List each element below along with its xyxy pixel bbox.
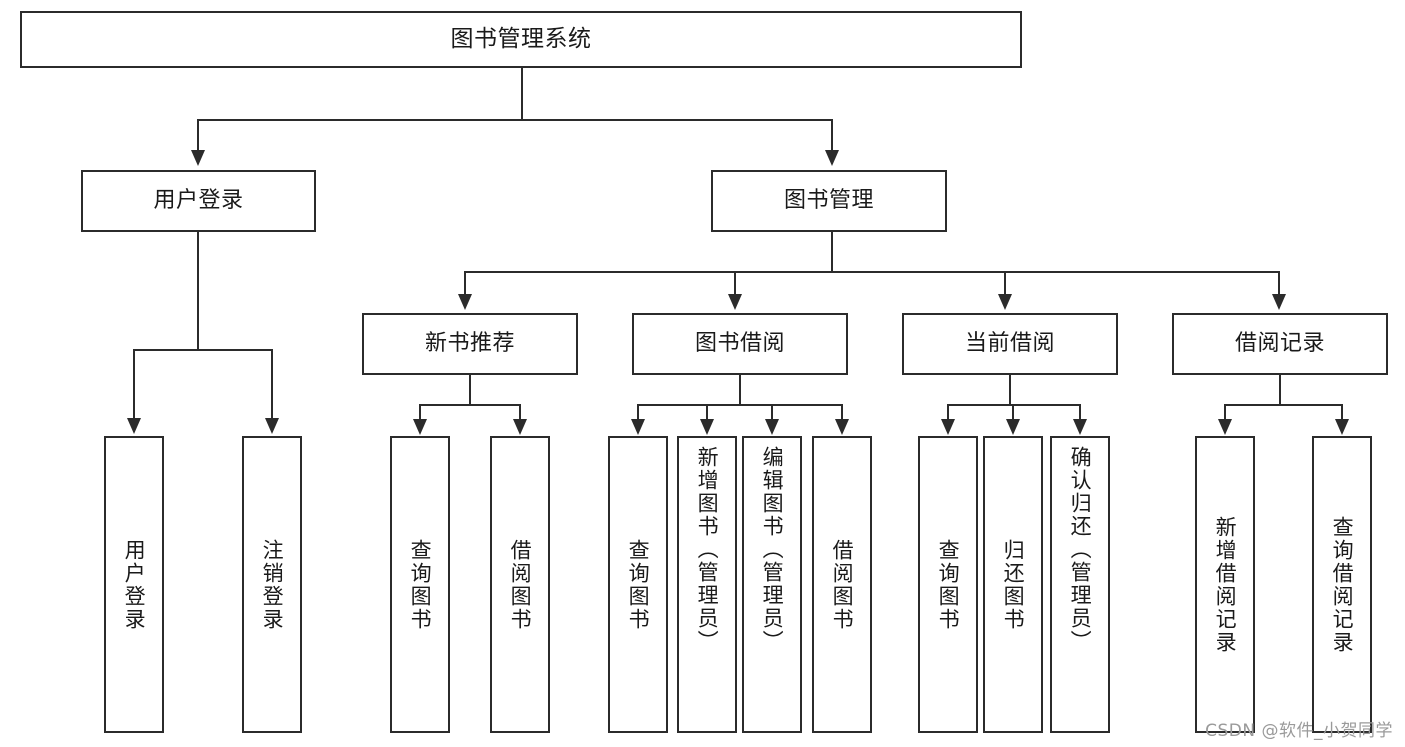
node-new-book-recommend[interactable]: 新书推荐 xyxy=(362,313,578,375)
arrowhead-leaf-logout xyxy=(265,418,279,434)
edge-user-login-bus xyxy=(133,349,273,351)
arrowhead-current-borrow xyxy=(998,294,1012,310)
edge-root-bus xyxy=(197,119,833,121)
node-book-borrow[interactable]: 图书借阅 xyxy=(632,313,848,375)
node-label: 借阅记录 xyxy=(1234,330,1325,356)
leaf-label: 归还图书 xyxy=(1001,538,1026,631)
node-root-book-management-system[interactable]: 图书管理系统 xyxy=(20,11,1022,68)
leaf-label: 新增图书（管理员） xyxy=(695,446,720,653)
edge-book-management-bus xyxy=(464,271,1280,273)
edge-nbr-bus xyxy=(419,404,520,406)
leaf-label: 新增借阅记录 xyxy=(1213,515,1238,654)
arrowhead-user-login xyxy=(191,150,205,166)
edge-bb-child-4 xyxy=(841,404,843,420)
edge-user-login-child-1 xyxy=(133,349,135,419)
node-label: 图书管理系统 xyxy=(450,25,592,52)
arrowhead-bb-leaf-4 xyxy=(835,419,849,435)
leaf-return-book[interactable]: 归还图书 xyxy=(983,436,1043,733)
leaf-confirm-return-admin[interactable]: 确认归还（管理员） xyxy=(1050,436,1110,733)
leaf-label: 借阅图书 xyxy=(830,538,855,631)
node-label: 用户登录 xyxy=(153,187,244,213)
arrowhead-cb-leaf-3 xyxy=(1073,419,1087,435)
edge-to-user-login xyxy=(197,119,199,151)
edge-cb-child-2 xyxy=(1012,404,1014,420)
leaf-user-login[interactable]: 用户登录 xyxy=(104,436,164,733)
edge-bm-child-1 xyxy=(464,271,466,295)
edge-bb-child-3 xyxy=(771,404,773,420)
leaf-add-borrow-record[interactable]: 新增借阅记录 xyxy=(1195,436,1255,733)
leaf-edit-book-admin[interactable]: 编辑图书（管理员） xyxy=(742,436,802,733)
edge-bm-child-4 xyxy=(1278,271,1280,295)
arrowhead-nbr-leaf-1 xyxy=(413,419,427,435)
arrowhead-bb-leaf-2 xyxy=(700,419,714,435)
edge-br-bus xyxy=(1224,404,1342,406)
leaf-logout[interactable]: 注销登录 xyxy=(242,436,302,733)
edge-nbr-child-2 xyxy=(519,404,521,420)
arrowhead-br-leaf-1 xyxy=(1218,419,1232,435)
arrowhead-book-borrow xyxy=(728,294,742,310)
node-label: 新书推荐 xyxy=(424,330,515,356)
arrowhead-cb-leaf-1 xyxy=(941,419,955,435)
node-book-management[interactable]: 图书管理 xyxy=(711,170,947,232)
edge-bb-bus xyxy=(637,404,842,406)
arrowhead-br-leaf-2 xyxy=(1335,419,1349,435)
edge-br-stem xyxy=(1279,375,1281,405)
arrowhead-nbr-leaf-2 xyxy=(513,419,527,435)
edge-nbr-stem xyxy=(469,375,471,405)
arrowhead-cb-leaf-2 xyxy=(1006,419,1020,435)
arrowhead-book-management xyxy=(825,150,839,166)
leaf-borrow-book-nbr[interactable]: 借阅图书 xyxy=(490,436,550,733)
node-label: 图书管理 xyxy=(783,187,874,213)
node-borrow-record[interactable]: 借阅记录 xyxy=(1172,313,1388,375)
arrowhead-bb-leaf-1 xyxy=(631,419,645,435)
edge-bm-child-2 xyxy=(734,271,736,295)
arrowhead-new-book-recommend xyxy=(458,294,472,310)
watermark-csdn: CSDN @软件_小贺同学 xyxy=(1205,721,1393,741)
arrowhead-bb-leaf-3 xyxy=(765,419,779,435)
leaf-query-book-bb[interactable]: 查询图书 xyxy=(608,436,668,733)
edge-br-child-2 xyxy=(1341,404,1343,420)
edge-bb-child-1 xyxy=(637,404,639,420)
leaf-label: 查询图书 xyxy=(408,538,433,631)
edge-user-login-child-2 xyxy=(271,349,273,419)
node-label: 图书借阅 xyxy=(694,330,785,356)
leaf-borrow-book-bb[interactable]: 借阅图书 xyxy=(812,436,872,733)
node-user-login[interactable]: 用户登录 xyxy=(81,170,316,232)
leaf-query-book-nbr[interactable]: 查询图书 xyxy=(390,436,450,733)
leaf-label: 编辑图书（管理员） xyxy=(760,446,785,653)
edge-nbr-child-1 xyxy=(419,404,421,420)
leaf-label: 查询图书 xyxy=(936,538,961,631)
edge-to-book-management xyxy=(831,119,833,151)
leaf-label: 查询借阅记录 xyxy=(1330,515,1355,654)
arrowhead-borrow-record xyxy=(1272,294,1286,310)
arrowhead-leaf-user-login xyxy=(127,418,141,434)
edge-root-stem xyxy=(521,68,523,120)
leaf-add-book-admin[interactable]: 新增图书（管理员） xyxy=(677,436,737,733)
edge-user-login-stem xyxy=(197,232,199,350)
leaf-query-borrow-record[interactable]: 查询借阅记录 xyxy=(1312,436,1372,733)
leaf-query-book-cb[interactable]: 查询图书 xyxy=(918,436,978,733)
edge-cb-child-3 xyxy=(1079,404,1081,420)
edge-bb-child-2 xyxy=(706,404,708,420)
leaf-label: 借阅图书 xyxy=(508,538,533,631)
edge-bb-stem xyxy=(739,375,741,405)
leaf-label: 用户登录 xyxy=(122,538,147,631)
edge-book-management-stem xyxy=(831,232,833,272)
edge-cb-child-1 xyxy=(947,404,949,420)
edge-bm-child-3 xyxy=(1004,271,1006,295)
edge-cb-stem xyxy=(1009,375,1011,405)
leaf-label: 确认归还（管理员） xyxy=(1068,446,1093,653)
node-label: 当前借阅 xyxy=(964,330,1055,356)
edge-br-child-1 xyxy=(1224,404,1226,420)
node-current-borrow[interactable]: 当前借阅 xyxy=(902,313,1118,375)
leaf-label: 查询图书 xyxy=(626,538,651,631)
leaf-label: 注销登录 xyxy=(260,538,285,631)
